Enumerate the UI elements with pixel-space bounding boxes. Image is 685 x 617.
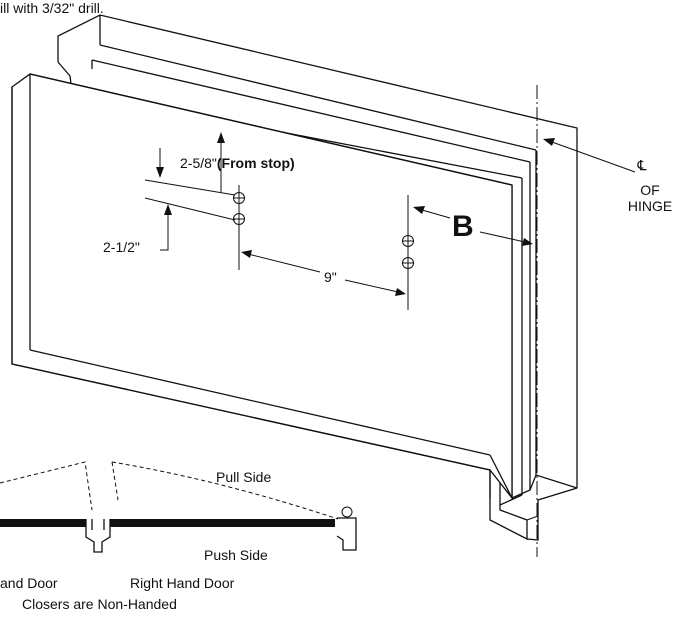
centerline-of-label: OF [640, 182, 659, 198]
b-dimension-marker: B [452, 210, 474, 243]
hole-icon [402, 257, 414, 269]
stop-dimension-label: 2-5/8"(From stop) [180, 155, 295, 171]
hole-icon [402, 235, 414, 247]
hole-dimension-lines [144, 132, 636, 310]
center-jamb-profile [85, 519, 111, 553]
header-partial-text: ill with 3/32" drill. [0, 0, 104, 16]
non-handed-note: Closers are Non-Handed [22, 596, 177, 612]
left-hand-door-label: and Door [0, 575, 58, 591]
centerline-hinge-label: HINGE [628, 198, 672, 214]
hole-dimension-label: 2-1/2" [103, 239, 140, 255]
pull-side-label: Pull Side [216, 469, 271, 485]
hinge-pivot-icon [341, 506, 353, 518]
hole-icon [233, 213, 245, 225]
centerline-symbol: ℄ [637, 157, 647, 173]
right-hand-door-label: Right Hand Door [130, 575, 235, 591]
push-side-label: Push Side [204, 547, 268, 563]
door-swing-plan [0, 461, 357, 553]
right-door-slab [110, 519, 335, 527]
door-panel [11, 73, 513, 500]
spacing-dimension-label: 9" [324, 269, 337, 285]
hole-icon [233, 192, 245, 204]
right-jamb-profile [336, 517, 357, 551]
left-door-slab [0, 519, 86, 527]
mounting-holes [233, 192, 414, 269]
